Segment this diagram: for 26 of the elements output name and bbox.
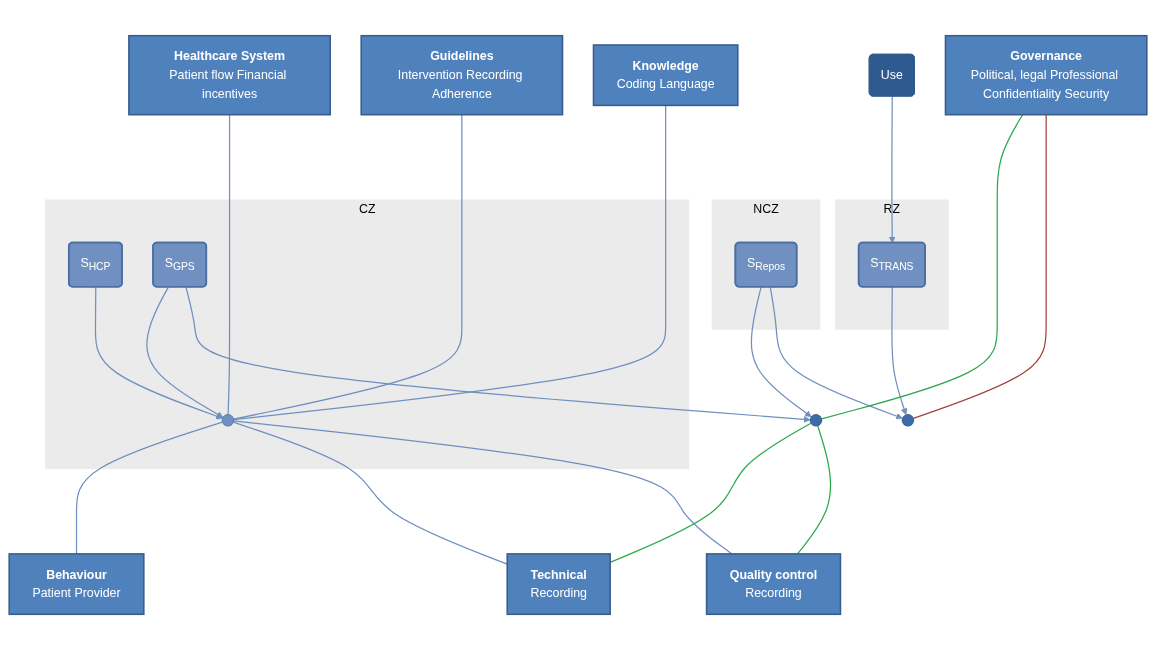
node-box: Guidelines Intervention Recording Adherence <box>360 34 564 115</box>
connector <box>912 113 1047 419</box>
connector <box>232 113 463 420</box>
node-box: Healthcare System Patient flow Financial incentives <box>128 34 331 115</box>
arrow <box>94 286 223 419</box>
arrow <box>185 286 811 423</box>
node-box: Behaviour Patient Provider <box>8 552 145 615</box>
connector <box>227 113 231 415</box>
node-circle <box>221 413 235 426</box>
arrow <box>891 286 908 415</box>
connector <box>232 421 508 565</box>
arrow <box>750 286 812 417</box>
connector <box>233 104 667 420</box>
node-box: Quality control Recording <box>705 552 842 615</box>
arrow <box>769 286 903 419</box>
node-box: Governance Political, legal Professional Confidentiality Security <box>944 34 1148 115</box>
connector <box>796 424 832 554</box>
node-box: Knowledge Coding Language <box>592 43 739 106</box>
node-circle <box>809 413 823 426</box>
connector <box>75 420 223 554</box>
node-box: Technical Recording <box>506 552 611 615</box>
connector <box>233 419 733 554</box>
arrow <box>146 286 224 418</box>
connector <box>820 113 1024 419</box>
node-circle <box>901 413 915 426</box>
arrow <box>888 95 896 243</box>
